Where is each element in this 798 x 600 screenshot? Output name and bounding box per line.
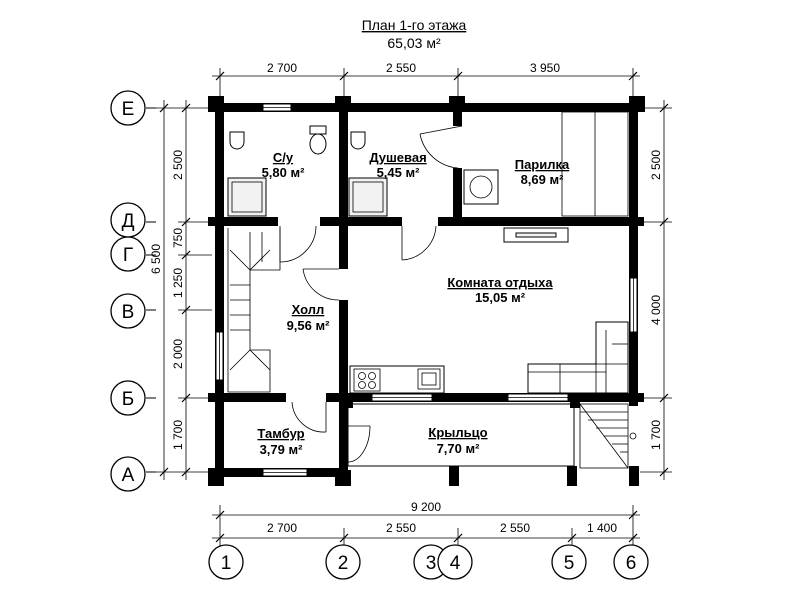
sink-icon [350, 131, 366, 150]
room-sauna-area: 8,69 м² [521, 172, 565, 187]
dim-bottom-total: 9 200 [411, 500, 441, 514]
axis-col-5: 5 [564, 553, 575, 574]
porch-stairs [579, 403, 637, 469]
dim-bottom-4: 1 400 [587, 521, 617, 535]
room-vestibule-name: Тамбур [257, 426, 304, 441]
axis-col-1: 1 [221, 553, 232, 574]
dim-top-3: 3 950 [530, 61, 560, 75]
sofa-icon [527, 321, 629, 394]
shower-tray-icon [348, 177, 388, 217]
doors [279, 125, 463, 463]
axis-row-a: А [122, 465, 135, 486]
room-labels: С/у 5,80 м² Душевая 5,45 м² Парилка 8,69… [257, 150, 570, 457]
axis-col-6: 6 [626, 553, 637, 574]
axis-row-g: Г [123, 245, 133, 266]
room-porch-area: 7,70 м² [437, 441, 481, 456]
dim-right-1: 2 500 [649, 150, 663, 180]
room-shower-name: Душевая [369, 150, 426, 165]
dim-bottom-2: 2 550 [386, 521, 416, 535]
axis-col-4: 4 [450, 553, 461, 574]
sink-icon [229, 131, 245, 150]
left-dimension-chain: 6 500 2 500 750 1 250 2 000 1 700 [149, 100, 212, 480]
tv-icon [503, 227, 569, 243]
room-hall-area: 9,56 м² [287, 318, 331, 333]
dim-top-1: 2 700 [267, 61, 297, 75]
room-lounge-name: Комната отдыха [447, 275, 553, 290]
axis-row-d: Д [122, 211, 135, 232]
toilet-icon [309, 125, 327, 155]
room-su-area: 5,80 м² [262, 165, 306, 180]
kitchen-counter-icon [349, 365, 445, 394]
sauna-bench-icon [561, 111, 629, 217]
plan-total-area: 65,03 м² [387, 35, 441, 51]
windows [215, 103, 638, 477]
dim-left-2: 750 [171, 228, 185, 248]
dim-top-2: 2 550 [386, 61, 416, 75]
dim-left-5: 1 700 [171, 420, 185, 450]
room-hall-name: Холл [292, 302, 325, 317]
shower-tray-icon [227, 177, 267, 217]
room-su-name: С/у [273, 150, 294, 165]
axis-row-b: Б [122, 389, 134, 410]
dim-left-1: 2 500 [171, 150, 185, 180]
dim-left-3: 1 250 [171, 268, 185, 298]
room-vestibule-area: 3,79 м² [260, 442, 304, 457]
top-dimension-chain: 2 700 2 550 3 950 [212, 61, 640, 96]
bottom-dimension-chain: 9 200 2 700 2 550 2 550 1 400 [212, 500, 640, 548]
dim-left-4: 2 000 [171, 339, 185, 369]
dim-bottom-3: 2 550 [500, 521, 530, 535]
plan-title: План 1-го этажа [362, 17, 467, 33]
room-sauna-name: Парилка [515, 157, 570, 172]
right-dimension-chain: 2 500 4 000 1 700 [640, 100, 672, 480]
axis-row-v: В [122, 302, 135, 323]
row-axis-markers: Е Д Г В Б А [110, 90, 156, 492]
dim-right-2: 4 000 [649, 295, 663, 325]
sauna-stove-icon [463, 169, 499, 205]
axis-col-2: 2 [338, 553, 349, 574]
dim-left-total: 6 500 [149, 244, 163, 274]
column-axis-markers: 1 2 3 4 5 6 [208, 544, 649, 580]
room-shower-area: 5,45 м² [377, 165, 421, 180]
dim-right-3: 1 700 [649, 420, 663, 450]
axis-col-3: 3 [426, 553, 437, 574]
stairs [227, 228, 281, 393]
axis-row-e: Е [122, 99, 135, 120]
fixtures [227, 111, 629, 394]
dim-bottom-1: 2 700 [267, 521, 297, 535]
room-porch-name: Крыльцо [428, 425, 487, 440]
room-lounge-area: 15,05 м² [475, 290, 526, 305]
